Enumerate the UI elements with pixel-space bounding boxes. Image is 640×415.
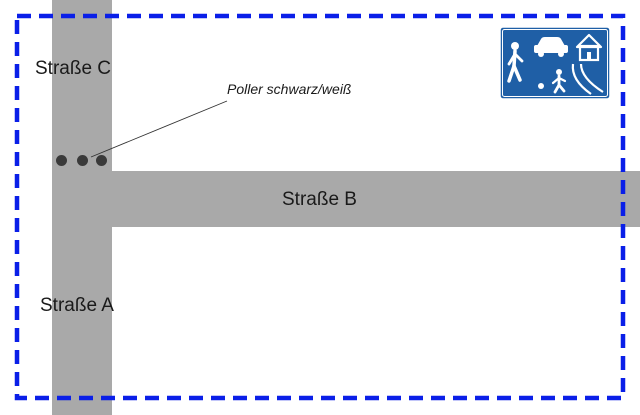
road-horizontal	[112, 171, 640, 227]
bollard-annotation: Poller schwarz/weiß	[227, 81, 352, 97]
bollard	[77, 155, 88, 166]
street-label-b: Straße B	[282, 189, 357, 210]
bollard	[96, 155, 107, 166]
street-label-a: Straße A	[40, 295, 114, 316]
traffic-calmed-zone-sign-icon	[499, 26, 611, 100]
bollard	[56, 155, 67, 166]
street-label-c: Straße C	[35, 58, 112, 79]
